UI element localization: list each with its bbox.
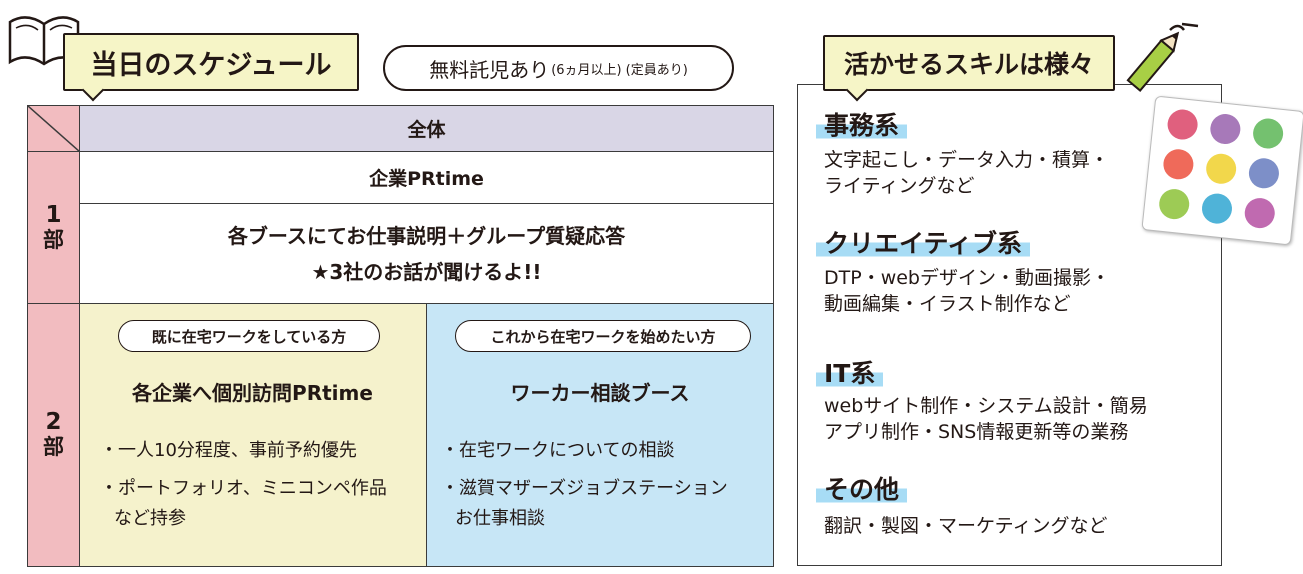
childcare-badge: 無料託児あり (6ヵ月以上) (定員あり) bbox=[383, 45, 734, 91]
part2-right: これから在宅ワークを始めたい方 ワーカー相談ブース ・在宅ワークについての相談 … bbox=[427, 304, 773, 566]
category-creative-line1: DTP・webデザイン・動画撮影・ bbox=[824, 267, 1110, 289]
list-item: ・滋賀マザーズジョブステーション bbox=[441, 478, 728, 499]
category-office-line2: ライティングなど bbox=[824, 175, 975, 197]
part1-booth-line2: ★3社のお話が聞けるよ!! bbox=[311, 259, 542, 284]
category-office-line1: 文字起こし・データ入力・積算・ bbox=[824, 149, 1110, 171]
skill-icons-sticker bbox=[1141, 95, 1303, 246]
childcare-note2: (定員あり) bbox=[625, 62, 688, 78]
bubble-tail bbox=[81, 78, 105, 102]
category-it-line1: webサイト制作・システム設計・簡易 bbox=[824, 395, 1148, 417]
category-creative: クリエイティブ系 bbox=[816, 229, 1031, 259]
part2-left: 既に在宅ワークをしている方 各企業へ個別訪問PRtime ・一人10分程度、事前… bbox=[80, 304, 427, 566]
part2-right-heading-text: ワーカー相談ブース bbox=[510, 380, 690, 405]
part1-prtime: 企業PRtime bbox=[80, 152, 773, 204]
abc-icon bbox=[1208, 112, 1242, 146]
part1-booth-line1: 各ブースにてお仕事説明＋グループ質疑応答 bbox=[227, 223, 626, 248]
part2-left-heading: 各企業へ個別訪問PRtime bbox=[80, 376, 425, 406]
schedule-title: 当日のスケジュール bbox=[63, 33, 359, 102]
category-creative-line2: 動画編集・イラスト制作など bbox=[824, 293, 1071, 315]
part2-left-heading-text: 各企業へ個別訪問PRtime bbox=[132, 380, 373, 405]
part2-left-tag: 既に在宅ワークをしている方 bbox=[118, 320, 380, 352]
list-item: など持参 bbox=[114, 508, 186, 529]
part1-label: 1 部 bbox=[28, 152, 80, 304]
part1-text: 部 bbox=[43, 227, 64, 252]
category-other-line1: 翻訳・製図・マーケティングなど bbox=[824, 515, 1108, 537]
part2-right-tag: これから在宅ワークを始めたい方 bbox=[455, 320, 751, 352]
childcare-note1: (6ヵ月以上) bbox=[551, 62, 622, 78]
skills-title-text: 活かせるスキルは様々 bbox=[843, 50, 1094, 79]
document-icon bbox=[1204, 152, 1238, 186]
list-item: お仕事相談 bbox=[455, 508, 545, 529]
part1-num: 1 bbox=[45, 201, 62, 228]
diagonal-line bbox=[27, 105, 81, 153]
list-item: ・在宅ワークについての相談 bbox=[441, 440, 675, 461]
header-all: 全体 bbox=[80, 106, 773, 152]
part1-prtime-text: 企業PRtime bbox=[369, 168, 484, 190]
skills-panel: 事務系 文字起こし・データ入力・積算・ ライティングなど クリエイティブ系 DT… bbox=[797, 84, 1222, 566]
category-it-line2: アプリ制作・SNS情報更新等の業務 bbox=[824, 421, 1129, 443]
part2-right-heading: ワーカー相談ブース bbox=[427, 376, 773, 406]
part1-booth: 各ブースにてお仕事説明＋グループ質疑応答 ★3社のお話が聞けるよ!! bbox=[80, 204, 773, 304]
list-item: ・ポートフォリオ、ミニコンペ作品 bbox=[100, 478, 387, 499]
header-all-text: 全体 bbox=[407, 119, 446, 141]
keyboard-icon bbox=[1247, 156, 1281, 190]
video-icon bbox=[1166, 108, 1200, 142]
schedule-table: 全体 1 部 企業PRtime 各ブースにてお仕事説明＋グループ質疑応答 ★3社… bbox=[27, 105, 774, 567]
part2-num: 2 bbox=[45, 409, 62, 435]
category-other: その他 bbox=[816, 475, 908, 505]
part2-left-tag-text: 既に在宅ワークをしている方 bbox=[151, 327, 347, 346]
corner-cell bbox=[27, 105, 81, 153]
cart-icon bbox=[1200, 192, 1234, 226]
category-office: 事務系 bbox=[816, 111, 908, 141]
list-item: ・一人10分程度、事前予約優先 bbox=[100, 440, 357, 461]
category-it: IT系 bbox=[816, 359, 884, 389]
edit-icon bbox=[1251, 117, 1285, 150]
part2-right-tag-text: これから在宅ワークを始めたい方 bbox=[490, 327, 716, 346]
part2-text: 部 bbox=[43, 435, 64, 459]
laptop-icon bbox=[1243, 196, 1277, 230]
childcare-main: 無料託児あり bbox=[429, 57, 550, 82]
schedule-title-text: 当日のスケジュール bbox=[90, 49, 332, 81]
chart-icon bbox=[1157, 187, 1191, 221]
skills-title: 活かせるスキルは様々 bbox=[823, 35, 1115, 102]
part2-label: 2 部 bbox=[28, 304, 80, 566]
tools-icon bbox=[1161, 147, 1195, 181]
pencil-icon bbox=[1126, 22, 1199, 93]
